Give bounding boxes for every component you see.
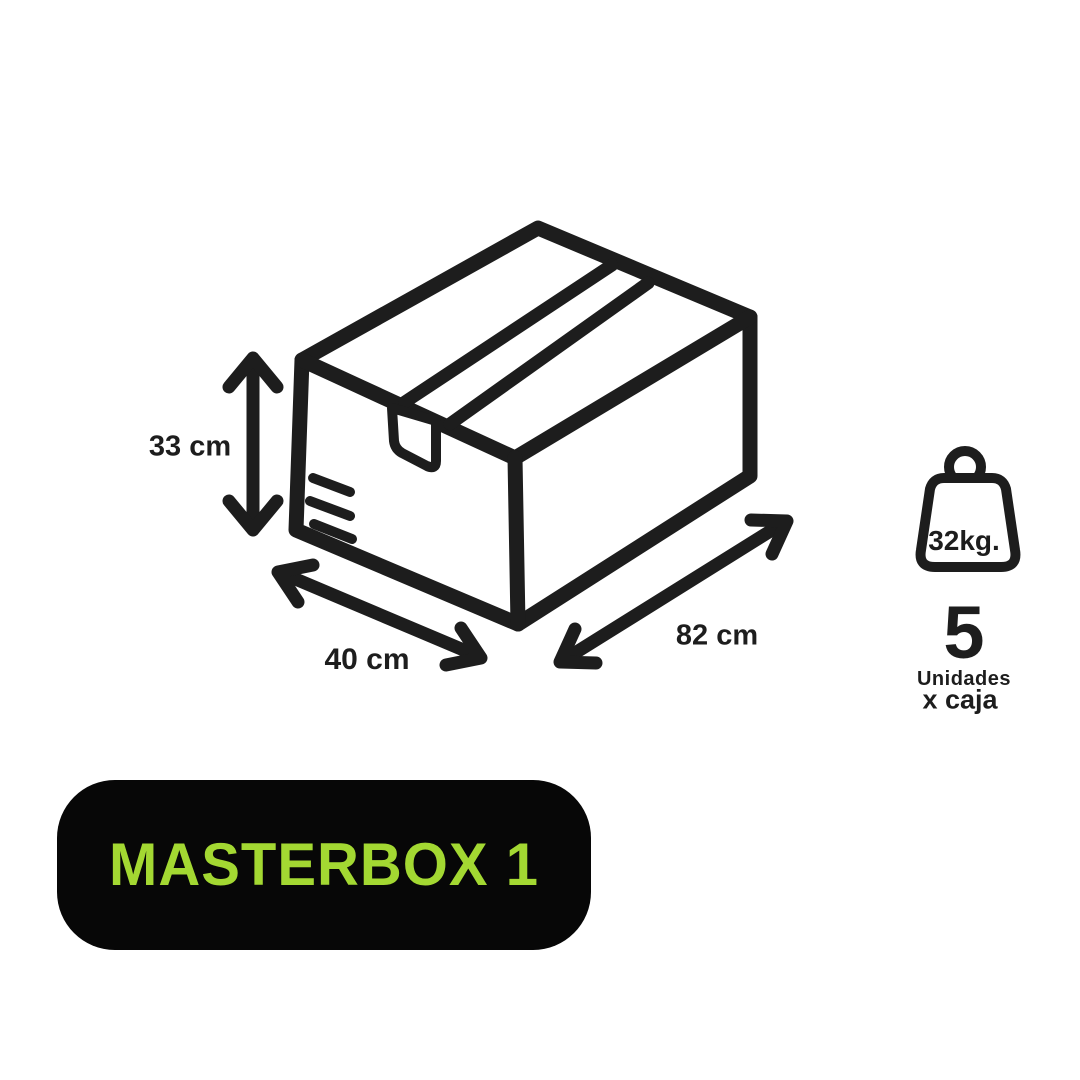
- masterbox-badge-label: MASTERBOX 1: [109, 830, 539, 899]
- width-arrow-icon: [271, 558, 488, 672]
- width-label: 40 cm: [324, 643, 410, 676]
- box-icon: [288, 220, 758, 632]
- masterbox-badge: MASTERBOX 1: [57, 780, 591, 950]
- weight-label: 32kg.: [928, 525, 1000, 556]
- units-count: 5: [943, 591, 985, 674]
- height-label: 33 cm: [148, 430, 232, 463]
- units-word: Unidades: [916, 668, 1012, 690]
- units-per-box: x caja: [922, 684, 998, 715]
- weight-icon: [915, 446, 1021, 572]
- height-arrow-icon: [222, 351, 284, 537]
- length-label: 82 cm: [675, 619, 759, 652]
- length-arrow-icon: [553, 513, 794, 670]
